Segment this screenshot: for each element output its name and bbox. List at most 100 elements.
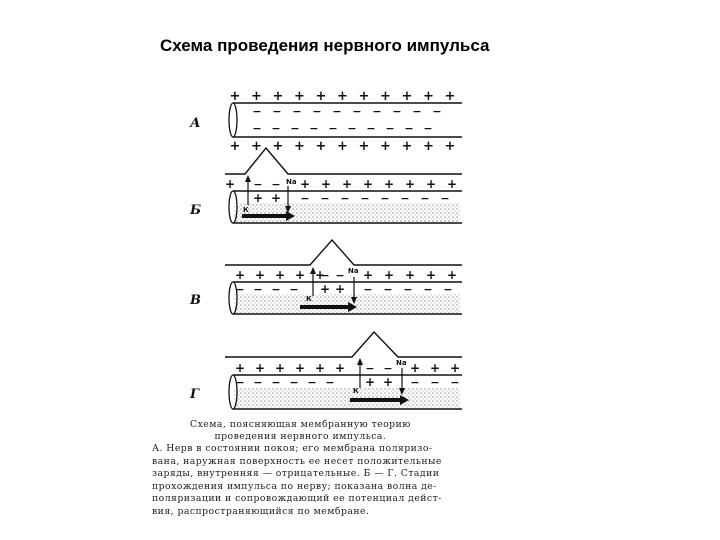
panel-d-label: Г bbox=[189, 387, 200, 402]
plus-charge: + bbox=[405, 268, 415, 282]
plus-charge: + bbox=[315, 361, 325, 375]
plus-charge: + bbox=[383, 375, 393, 389]
minus-charge: − bbox=[253, 376, 262, 389]
minus-charge: − bbox=[383, 362, 392, 375]
slide-title: Схема проведения нервного импульса bbox=[160, 36, 490, 55]
plus-charge: + bbox=[365, 375, 375, 389]
plus-charge: + bbox=[230, 139, 241, 154]
plus-charge: + bbox=[423, 139, 434, 154]
minus-charge: − bbox=[307, 376, 316, 389]
plus-charge: + bbox=[235, 268, 245, 282]
plus-charge: + bbox=[363, 268, 373, 282]
minus-charge: − bbox=[320, 192, 329, 205]
minus-charge: − bbox=[366, 122, 375, 135]
current-arrow-c bbox=[300, 302, 357, 312]
caption-body: А. Нерв в состоянии покоя; его мембрана … bbox=[152, 443, 442, 519]
plus-charge: + bbox=[273, 139, 284, 154]
minus-charge: − bbox=[383, 283, 392, 296]
plus-charge: + bbox=[320, 282, 330, 296]
current-arrow-d bbox=[350, 395, 409, 405]
sodium-label-b: Na bbox=[286, 178, 297, 186]
minus-charge: − bbox=[403, 283, 412, 296]
plus-charge: + bbox=[275, 361, 285, 375]
plus-charge: + bbox=[384, 177, 394, 191]
sodium-label-d: Na bbox=[396, 359, 407, 367]
plus-charge: + bbox=[410, 361, 420, 375]
panel-b: Б К Na +−−++++++++++−−−−−−−− bbox=[189, 146, 462, 224]
caption-body-line: прохождения импульса по нерву; показана … bbox=[152, 480, 437, 492]
plus-charge: + bbox=[445, 139, 456, 154]
minus-charge: − bbox=[385, 122, 394, 135]
plus-charge: + bbox=[316, 139, 327, 154]
nerve-fiber-a bbox=[228, 102, 462, 138]
nerve-fiber-c bbox=[225, 238, 462, 315]
plus-charge: + bbox=[235, 361, 245, 375]
plus-charge: + bbox=[445, 89, 456, 104]
minus-charge: − bbox=[360, 192, 369, 205]
sodium-arrow-c: Na bbox=[348, 267, 359, 304]
potassium-label-b: К bbox=[243, 206, 249, 214]
minus-charge: − bbox=[309, 122, 318, 135]
plus-charge: + bbox=[426, 177, 436, 191]
plus-charge: + bbox=[402, 89, 413, 104]
plus-charge: + bbox=[225, 177, 235, 191]
minus-charge: − bbox=[292, 105, 301, 118]
minus-charge: − bbox=[272, 105, 281, 118]
minus-charge: − bbox=[253, 283, 262, 296]
plus-charge: + bbox=[430, 361, 440, 375]
caption-body-line: поляризации и сопровождающий ее потенциа… bbox=[152, 493, 442, 505]
minus-charge: − bbox=[235, 283, 244, 296]
caption-title-line: Схема, поясняющая мембранную теорию bbox=[190, 419, 411, 430]
minus-charge: − bbox=[271, 178, 280, 191]
minus-charge: − bbox=[372, 105, 381, 118]
minus-charge: − bbox=[340, 192, 349, 205]
minus-charge: − bbox=[328, 122, 337, 135]
plus-charge: + bbox=[275, 268, 285, 282]
plus-charge: + bbox=[273, 89, 284, 104]
potassium-arrow-c: К bbox=[306, 267, 316, 303]
plus-charge: + bbox=[423, 89, 434, 104]
minus-charge: − bbox=[380, 192, 389, 205]
charge-signs-d: ++++++−−+++−−−−−−++−−− bbox=[235, 361, 460, 389]
minus-charge: − bbox=[325, 376, 334, 389]
minus-charge: − bbox=[320, 269, 329, 282]
panel-c-label: В bbox=[189, 293, 201, 308]
plus-charge: + bbox=[342, 177, 352, 191]
minus-charge: − bbox=[252, 122, 261, 135]
minus-charge: − bbox=[335, 269, 344, 282]
minus-charge: − bbox=[289, 376, 298, 389]
minus-charge: − bbox=[420, 192, 429, 205]
caption-title-line: проведения нервного импульса. bbox=[214, 431, 387, 442]
minus-charge: − bbox=[432, 105, 441, 118]
plus-charge: + bbox=[253, 191, 263, 205]
nerve-fiber-b bbox=[225, 146, 462, 224]
potassium-arrow-d: К bbox=[353, 358, 363, 395]
plus-charge: + bbox=[337, 139, 348, 154]
sodium-label-c: Na bbox=[348, 267, 359, 275]
minus-charge: − bbox=[300, 192, 309, 205]
plus-charge: + bbox=[380, 89, 391, 104]
minus-charge: − bbox=[440, 192, 449, 205]
plus-charge: + bbox=[295, 268, 305, 282]
charge-signs-a: +++++++++++−−−−−−−−−−−−−−−−−−−−+++++++++… bbox=[230, 89, 456, 154]
minus-charge: − bbox=[235, 376, 244, 389]
minus-charge: − bbox=[332, 105, 341, 118]
minus-charge: − bbox=[423, 122, 432, 135]
potassium-label-d: К bbox=[353, 387, 359, 395]
plus-charge: + bbox=[255, 268, 265, 282]
minus-charge: − bbox=[423, 283, 432, 296]
panel-a-label: А bbox=[189, 116, 201, 131]
panel-d: Г К Na ++++++−−+++−−−−−−++−−− bbox=[189, 330, 462, 410]
minus-charge: − bbox=[412, 105, 421, 118]
plus-charge: + bbox=[384, 268, 394, 282]
minus-charge: − bbox=[312, 105, 321, 118]
caption-title: Схема, поясняющая мембранную теорию пров… bbox=[190, 419, 411, 443]
plus-charge: + bbox=[251, 139, 262, 154]
plus-charge: + bbox=[337, 89, 348, 104]
plus-charge: + bbox=[380, 139, 391, 154]
minus-charge: − bbox=[271, 376, 280, 389]
caption-body-line: вана, наружная поверхность ее несет поло… bbox=[152, 455, 442, 467]
plus-charge: + bbox=[402, 139, 413, 154]
minus-charge: − bbox=[392, 105, 401, 118]
minus-charge: − bbox=[347, 122, 356, 135]
